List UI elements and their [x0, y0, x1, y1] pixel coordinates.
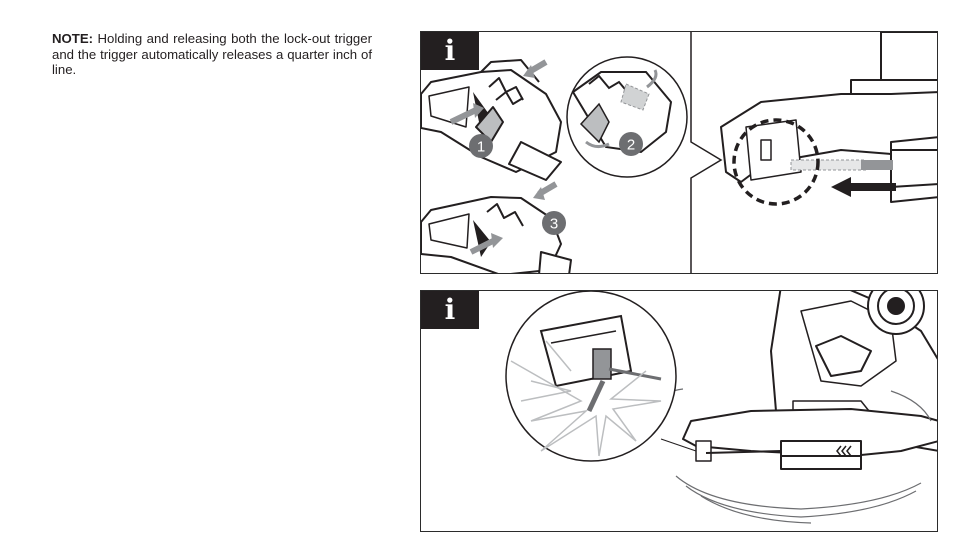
zoom-detail-circle [566, 56, 688, 178]
arrow-icon [473, 103, 484, 118]
svg-text:2: 2 [627, 137, 635, 154]
note-label: NOTE: [52, 31, 94, 46]
trimmer-head-closeup [720, 32, 937, 203]
arrow-icon [533, 187, 545, 200]
trigger-illustration: 1 2 3 [421, 32, 937, 273]
panel-divider [690, 32, 723, 273]
info-icon: i [421, 291, 479, 329]
step-marker-2: 2 [619, 132, 643, 156]
handle-illustration-1 [421, 59, 562, 181]
step-marker-3: 3 [542, 211, 566, 235]
step-marker-1: 1 [469, 134, 493, 158]
line-feed-illustration [505, 291, 937, 524]
cut-zoom-circle [505, 291, 677, 462]
handle-illustration-3 [421, 196, 572, 273]
note-paragraph: NOTE: Holding and releasing both the loc… [52, 31, 372, 78]
arrow-icon [523, 65, 535, 78]
trigger-release-figure: 1 2 3 i [420, 31, 938, 274]
speed-chevrons [836, 445, 852, 457]
arrow-icon [449, 107, 478, 125]
callout-leader [660, 438, 697, 452]
trimmer-body [682, 291, 937, 470]
line-segment [861, 160, 893, 170]
line-segment-new [790, 159, 867, 171]
line-feed-figure: i [420, 290, 938, 532]
svg-text:1: 1 [477, 139, 485, 156]
arrow-icon [831, 177, 851, 197]
arrow-icon [491, 233, 503, 248]
focus-circle [732, 118, 820, 206]
info-icon: i [421, 32, 479, 70]
note-text: Holding and releasing both the lock-out … [52, 31, 372, 77]
svg-text:3: 3 [550, 216, 558, 233]
arrow-icon [469, 237, 497, 255]
rotation-lines [655, 388, 932, 524]
